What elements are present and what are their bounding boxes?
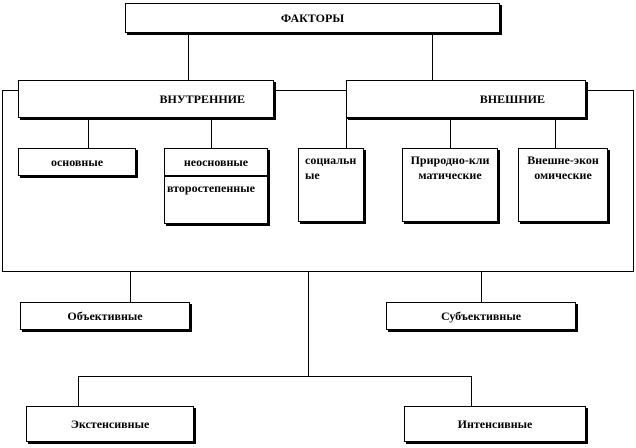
climate-factors-box: Природно-климатические: [402, 148, 498, 222]
extensive-factors-label: Экстенсивные: [70, 416, 150, 431]
connector-external-social: [346, 118, 347, 148]
basic-factors-box: основные: [18, 148, 136, 176]
connector-external-economic: [555, 118, 556, 148]
climate-factors-label: Природно-климатические: [410, 153, 490, 182]
intensive-factors-box: Интенсивные: [404, 406, 586, 442]
root-factors-box: ФАКТОРЫ: [125, 3, 500, 33]
social-factors-label: социальные: [305, 153, 357, 182]
connector-bottom-bar: [78, 376, 471, 377]
basic-factors-label: основные: [50, 154, 104, 169]
economic-factors-box: Внешне-экономические: [518, 148, 608, 222]
connector-internal-nonbasic: [211, 118, 212, 148]
social-factors-box: социальные: [298, 148, 364, 222]
nonbasic-factors-box: неосновные: [164, 148, 268, 176]
connector-root-right: [432, 33, 433, 80]
external-factors-label: ВНЕШНИЕ: [479, 91, 545, 106]
subjective-factors-box: Субъективные: [386, 302, 576, 330]
secondary-factors-label: второстепенные: [167, 181, 255, 195]
subjective-factors-label: Субъективные: [440, 308, 522, 323]
external-factors-box: ВНЕШНИЕ: [346, 80, 586, 118]
objective-factors-label: Объективные: [67, 308, 143, 323]
connector-down-intensive: [471, 376, 472, 406]
connector-root-left: [188, 33, 189, 80]
connector-down-main: [308, 272, 309, 376]
intensive-factors-label: Интенсивные: [457, 416, 533, 431]
nonbasic-factors-label: неосновные: [183, 154, 249, 169]
connector-internal-basic: [88, 118, 89, 148]
secondary-factors-box: второстепенные: [164, 176, 268, 224]
objective-factors-box: Объективные: [20, 302, 190, 330]
connector-down-objective: [130, 272, 131, 302]
connector-down-extensive: [78, 376, 79, 406]
connector-external-bar: [346, 118, 556, 119]
extensive-factors-box: Экстенсивные: [26, 406, 194, 442]
root-factors-label: ФАКТОРЫ: [280, 10, 345, 25]
factors-group-frame: [2, 90, 634, 272]
internal-factors-label: ВНУТРЕННИЕ: [159, 91, 246, 106]
internal-factors-box: ВНУТРЕННИЕ: [18, 80, 274, 118]
economic-factors-label: Внешне-экономические: [527, 153, 599, 182]
connector-down-subjective: [481, 272, 482, 302]
connector-external-climate: [450, 118, 451, 148]
